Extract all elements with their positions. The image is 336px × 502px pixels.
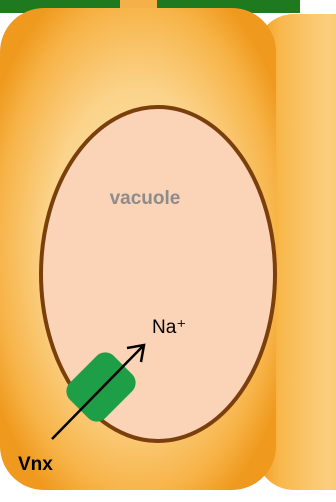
vacuole-label: vacuole — [110, 188, 181, 209]
sodium-ion-label: Na⁺ — [152, 317, 186, 338]
transporter-label: Vnx — [18, 454, 53, 475]
